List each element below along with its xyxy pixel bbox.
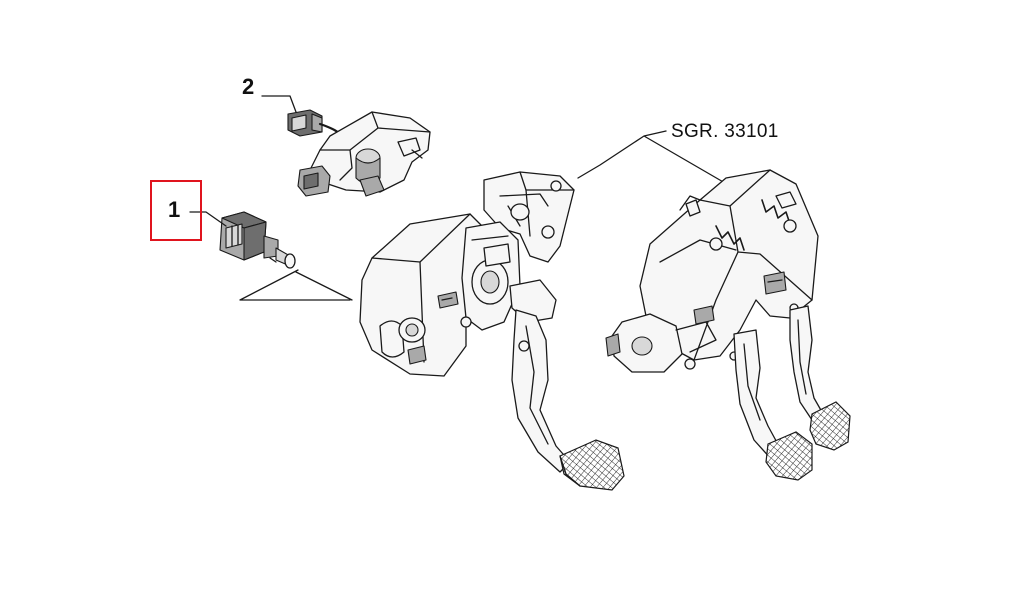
callout-number-2: 2: [242, 74, 255, 99]
part-1-brake-light-switch: [219, 211, 296, 269]
leader-line-2: [261, 95, 297, 113]
part-2-clutch-sensor: [287, 109, 431, 197]
leader-line-1: [189, 211, 227, 227]
brake-pedal-box: [359, 171, 625, 491]
leader-line-ref: [577, 130, 726, 184]
subgroup-reference-label: SGR. 33101: [671, 121, 779, 142]
callout-number-1: 1: [168, 197, 181, 222]
pedal-box-assembly: [605, 169, 851, 481]
highlight-box-callout-1: [150, 180, 202, 241]
mounting-indicator: [239, 269, 353, 301]
